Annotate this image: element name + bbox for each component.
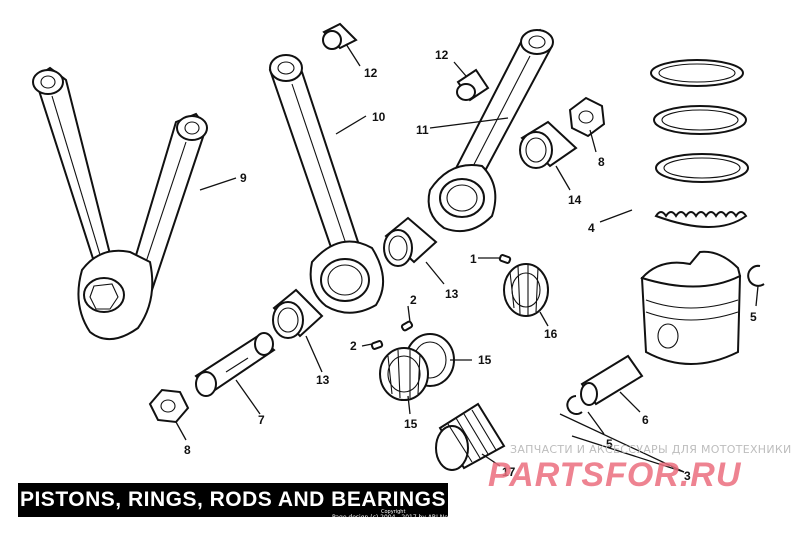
callout-5-lower: 5 xyxy=(606,437,613,451)
callout-4: 4 xyxy=(588,221,595,235)
part-2-roller-pin-upper xyxy=(400,320,414,332)
part-6-piston-pin xyxy=(580,354,644,406)
part-5-retaining-clip-left xyxy=(566,395,583,415)
callout-12-upper: 12 xyxy=(364,66,378,80)
callout-14: 14 xyxy=(568,193,582,207)
part-13-bearing-race-lower xyxy=(272,288,324,339)
callout-10: 10 xyxy=(372,110,386,124)
callout-9: 9 xyxy=(240,171,247,185)
callout-15-lower: 15 xyxy=(404,417,418,431)
copyright-line: Page design (c) 2004 - 2017 by ARI Netwo… xyxy=(332,514,493,521)
part-3-piston xyxy=(640,250,742,365)
title-banner: PISTONS, RINGS, RODS AND BEARINGS xyxy=(18,483,448,517)
part-5-retaining-clip-right xyxy=(747,264,765,287)
part-4-piston-rings xyxy=(650,59,749,228)
callout-3: 3 xyxy=(684,469,691,483)
callout-1: 1 xyxy=(470,252,477,266)
part-14-bearing-race xyxy=(519,120,578,169)
part-13-bearing-race-upper xyxy=(383,216,438,267)
copyright-word: Copyright xyxy=(381,509,406,515)
part-17-roller-cage xyxy=(435,402,506,471)
part-1-roller-pin xyxy=(498,254,512,264)
callout-2-lower: 2 xyxy=(350,339,357,353)
watermark-tagline: ЗАПЧАСТИ И АКСЕССУАРЫ ДЛЯ МОТОТЕХНИКИ xyxy=(510,443,792,456)
part-11-connecting-rod xyxy=(427,28,554,232)
callout-16: 16 xyxy=(544,327,558,341)
watermark-logo: PARTSFOR.RU xyxy=(488,456,742,494)
callout-6: 6 xyxy=(642,413,649,427)
callout-8-upper: 8 xyxy=(598,155,605,169)
callout-2-upper: 2 xyxy=(410,293,417,307)
part-12-bushing-upper xyxy=(322,22,358,50)
callout-11: 11 xyxy=(416,123,429,137)
callout-12-lower: 12 xyxy=(435,48,449,62)
part-15-roller-bearing-pair xyxy=(379,333,455,401)
callout-13-lower: 13 xyxy=(316,373,330,387)
part-7-crank-pin xyxy=(194,332,276,397)
part-12-bushing-lower xyxy=(456,68,490,102)
callout-15-right: 15 xyxy=(478,353,492,367)
part-8-nut-upper xyxy=(568,96,606,138)
callout-5-right: 5 xyxy=(750,310,757,324)
callout-13-upper: 13 xyxy=(445,287,459,301)
diagram-title: PISTONS, RINGS, RODS AND BEARINGS xyxy=(19,488,447,511)
part-2-roller-pin-lower xyxy=(370,340,384,350)
callout-labels: 9 10 12 12 11 8 14 4 13 13 1 16 2 2 15 1… xyxy=(184,48,757,483)
callout-8-lower: 8 xyxy=(184,443,191,457)
part-8-nut-lower xyxy=(148,388,190,424)
callout-17: 17 xyxy=(502,465,516,479)
callout-7: 7 xyxy=(258,413,265,427)
part-10-connecting-rod xyxy=(268,54,384,314)
leader-lines xyxy=(175,43,759,473)
part-9-connecting-rod-pair xyxy=(32,66,208,340)
part-16-roller-bearing xyxy=(503,263,549,317)
